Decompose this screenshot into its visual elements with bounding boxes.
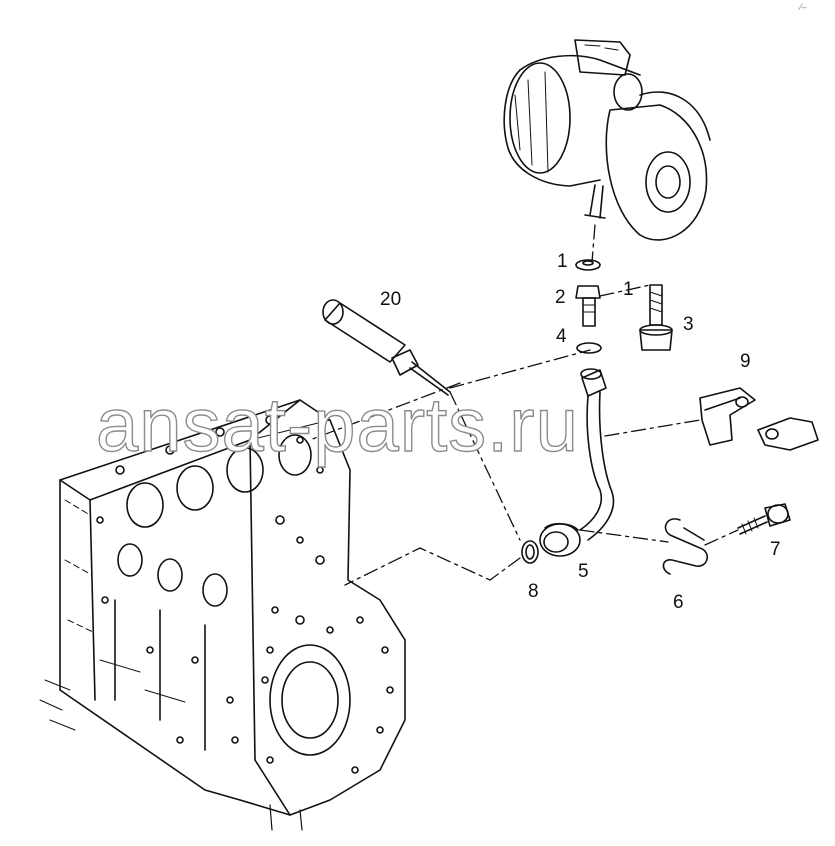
banjo-bolt-2 bbox=[575, 285, 601, 327]
part-label-1-washer: 1 bbox=[623, 279, 634, 300]
stud-bolt-3 bbox=[639, 284, 673, 351]
engine-block bbox=[39, 399, 406, 831]
clip-6 bbox=[662, 518, 708, 575]
corner-mark: ⁄– bbox=[800, 2, 807, 12]
clamp-9 bbox=[699, 387, 819, 451]
part-label-20-sensor: 20 bbox=[380, 289, 402, 310]
sensor-20 bbox=[322, 299, 451, 396]
o-ring-8 bbox=[521, 540, 539, 564]
turbocharger bbox=[503, 39, 711, 241]
part-label-5-oil-pipe: 5 bbox=[578, 561, 589, 582]
oil-pipe-5 bbox=[539, 368, 615, 557]
part-label-4-o-ring: 4 bbox=[556, 326, 567, 347]
part-label-6-clip: 6 bbox=[673, 592, 684, 613]
part-label-8-o-ring: 8 bbox=[528, 581, 539, 602]
part-label-3-stud: 3 bbox=[683, 314, 694, 335]
part-label-7-bolt: 7 bbox=[770, 539, 781, 560]
part-label-1-gasket: 1 bbox=[557, 251, 568, 272]
gasket-1 bbox=[575, 259, 601, 271]
watermark-text: ansat-parts.ru bbox=[95, 383, 579, 468]
part-label-9-clamp: 9 bbox=[740, 351, 751, 372]
leader-lines bbox=[309, 224, 739, 586]
o-ring-4 bbox=[576, 342, 602, 354]
part-label-2-banjo-bolt: 2 bbox=[555, 287, 566, 308]
bolt-7 bbox=[737, 503, 791, 535]
